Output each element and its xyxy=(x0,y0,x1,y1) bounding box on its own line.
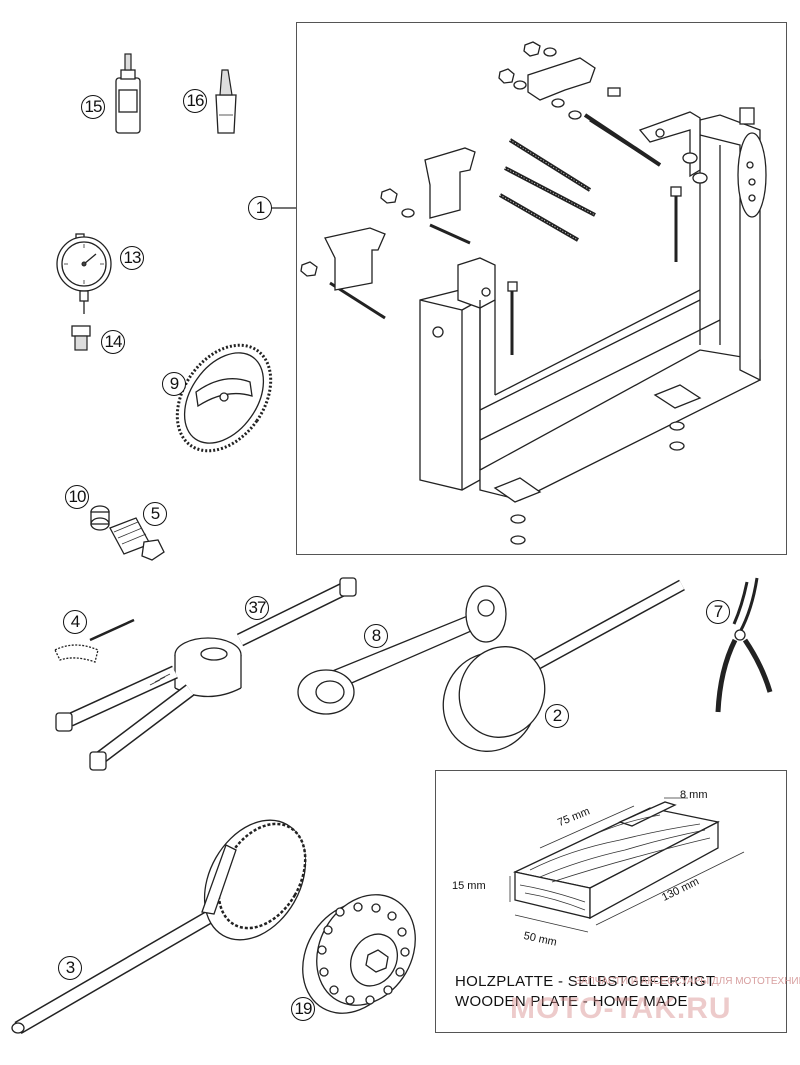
piston-pin-tool-drawing xyxy=(54,618,135,663)
callout-13: 13 xyxy=(120,246,144,270)
dim-8mm: 8 mm xyxy=(680,789,708,801)
caption-german: HOLZPLATTE - SELBSTGEFERTIGT xyxy=(455,973,716,990)
callout-3: 3 xyxy=(58,956,82,980)
holding-tool-drawing xyxy=(55,577,357,771)
clutch-holder-drawing xyxy=(442,579,685,752)
callout-2: 2 xyxy=(545,704,569,728)
watermark-tagline: ЗАПЧАСТИ И АКСЕССУАРЫ ДЛЯ МОТОТЕХНИКИ xyxy=(575,976,800,987)
spanner-drawing xyxy=(297,585,507,715)
callout-8: 8 xyxy=(364,624,388,648)
puller-bolt-drawing xyxy=(109,517,165,561)
bushing-drawing xyxy=(90,505,110,531)
caption-english: WOODEN PLATE - HOME MADE xyxy=(455,993,688,1010)
wooden-plate-frame xyxy=(435,770,787,1033)
callout-5: 5 xyxy=(143,502,167,526)
rotor-puller-drawing xyxy=(302,894,416,1014)
wooden-plate-drawing xyxy=(509,797,745,933)
circlip-pliers-drawing xyxy=(715,577,773,713)
callout-10: 10 xyxy=(65,485,89,509)
engine-stand-frame xyxy=(296,22,787,555)
dim-15mm: 15 mm xyxy=(452,880,486,892)
watermark-logo: MOTO-TAK.RU xyxy=(510,992,732,1025)
callout-9: 9 xyxy=(162,372,186,396)
callout-7: 7 xyxy=(706,600,730,624)
callout-1: 1 xyxy=(248,196,272,220)
callout-4: 4 xyxy=(63,610,87,634)
flywheel-holder-drawing xyxy=(11,819,307,1035)
callout-14: 14 xyxy=(101,330,125,354)
callout-19: 19 xyxy=(291,997,315,1021)
gauge-adapter-drawing xyxy=(71,325,91,351)
callout-15: 15 xyxy=(81,95,105,119)
loctite-bottle-drawing xyxy=(115,53,141,134)
callout-16: 16 xyxy=(183,89,207,113)
degree-wheel-drawing xyxy=(175,343,273,453)
engine-stand-drawing xyxy=(300,41,767,545)
sealant-tube-drawing xyxy=(215,69,237,134)
dial-gauge-drawing xyxy=(56,233,112,314)
callout-37: 37 xyxy=(245,596,269,620)
